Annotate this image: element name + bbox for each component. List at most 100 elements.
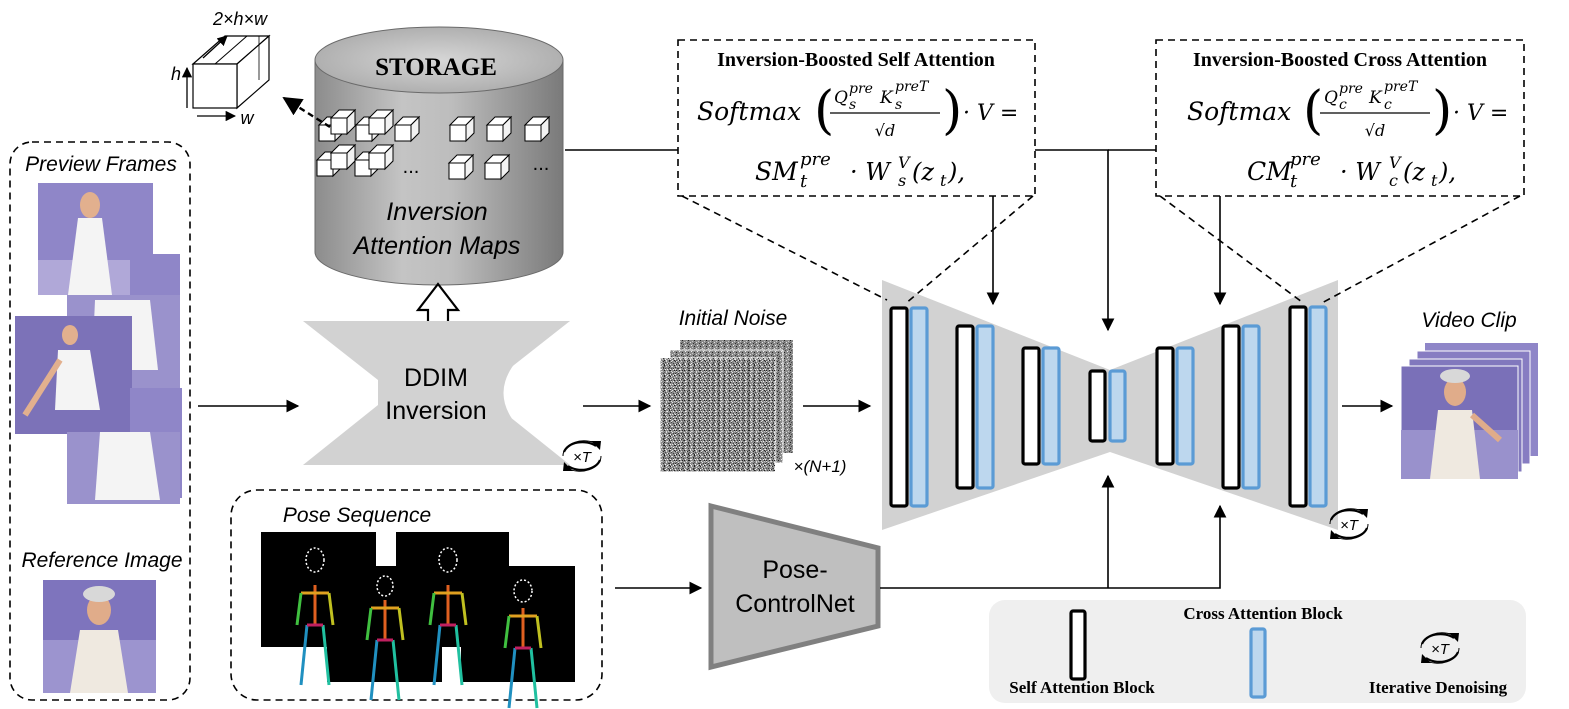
cross-attention-block	[975, 324, 995, 490]
self-attention-block	[1021, 346, 1041, 466]
self-attention-block	[1221, 324, 1241, 490]
unet-attention-blocks	[889, 305, 1328, 508]
cross-w-sup: V	[1389, 153, 1402, 172]
self-k-sup: preT	[895, 79, 930, 95]
self-attention-block	[1288, 305, 1308, 508]
ddim-label-line1: DDIM	[404, 364, 468, 392]
self-attention-block	[955, 324, 975, 490]
unet-loop-label: ×T	[1340, 517, 1360, 534]
self-q: Q	[834, 88, 848, 108]
cross-cm-sup: pre	[1290, 149, 1321, 170]
self-q-sub: s	[849, 97, 856, 113]
self-q-sup: pre	[849, 81, 873, 97]
cube-h-label: h	[171, 64, 181, 84]
self-sqrt-d: √d	[875, 121, 895, 140]
unet-shape	[882, 280, 1110, 530]
video-clip-label: Video Clip	[1421, 309, 1516, 332]
self-sm: SM	[755, 157, 799, 186]
reference-image	[43, 580, 156, 693]
self-tail: ),	[947, 158, 965, 186]
self-sm-sup: pre	[800, 149, 831, 170]
preview-frames-stack	[15, 183, 182, 504]
cross-softmax: Softmax	[1187, 97, 1291, 126]
cross-left-paren: (	[1303, 81, 1323, 141]
self-z-sub: t	[940, 171, 947, 190]
controlnet-label-line1: Pose-	[762, 556, 827, 584]
cross-w: · W	[1340, 158, 1382, 186]
video-clip-stack	[1400, 343, 1538, 480]
cross-cm-sub: t	[1290, 171, 1298, 192]
initial-noise-label: Initial Noise	[679, 307, 788, 330]
cross-attention-formula-box: Inversion-Boosted Cross Attention Softma…	[1155, 39, 1525, 305]
preview-frame	[15, 316, 132, 434]
self-right-paren: )	[942, 81, 962, 141]
cross-q-sub: c	[1339, 97, 1347, 113]
cross-k-sup: preT	[1384, 79, 1419, 95]
legend-cross-attention-label: Cross Attention Block	[1183, 604, 1343, 623]
cross-sqrt-d: √d	[1365, 121, 1385, 140]
input-frames-panel	[9, 141, 191, 701]
cross-right-paren: )	[1432, 81, 1452, 141]
self-left-paren: (	[814, 81, 834, 141]
cross-tail: ),	[1438, 158, 1456, 186]
ddim-label-line2: Inversion	[385, 397, 486, 425]
cross-q-sup: pre	[1339, 81, 1363, 97]
storage-label-line2: Attention Maps	[352, 232, 521, 260]
storage-ellipsis-2: ...	[533, 153, 550, 175]
self-attention-block	[889, 306, 909, 508]
cross-attention-block	[1308, 305, 1328, 508]
self-softmax: Softmax	[697, 97, 801, 126]
controlnet-to-unet-lines	[880, 474, 1227, 589]
cube-w-label: w	[241, 108, 255, 128]
cross-k: K	[1368, 88, 1383, 108]
pose-controlnet-block: Pose- ControlNet	[708, 502, 881, 671]
pose-sequence-label: Pose Sequence	[283, 504, 431, 527]
cross-attention-block	[1175, 346, 1195, 466]
storage-to-cube-dashed-arrow	[282, 96, 331, 129]
unet-loop-icon: ×T	[1328, 507, 1370, 541]
cross-cm: CM	[1247, 157, 1293, 186]
legend-self-attention-icon	[1069, 609, 1087, 681]
pose-frames	[261, 532, 575, 709]
noise-count-label: ×(N+1)	[794, 457, 847, 476]
self-sm-sub: t	[800, 171, 808, 192]
legend-iterative-label: Iterative Denoising	[1369, 678, 1508, 697]
self-attention-formula-box: Inversion-Boosted Self Attention Softmax…	[677, 39, 1036, 305]
self-w-sup: V	[898, 153, 911, 172]
pose-sequence-panel	[230, 489, 603, 701]
self-w: · W	[850, 158, 892, 186]
self-k-sub: s	[895, 97, 902, 113]
storage-title: STORAGE	[375, 54, 497, 81]
preview-frame	[67, 432, 180, 504]
cross-attention-block	[1241, 324, 1261, 490]
cross-w-sub: c	[1389, 171, 1398, 190]
cross-attention-block	[1041, 346, 1061, 466]
ddim-inversion-block: DDIM Inversion	[303, 321, 570, 465]
cross-z: (z	[1403, 158, 1425, 186]
self-w-sub: s	[898, 171, 906, 190]
legend-panel: Self Attention Block Cross Attention Blo…	[989, 600, 1526, 703]
legend-cross-attention-icon	[1249, 627, 1267, 699]
reference-image-label: Reference Image	[21, 549, 182, 572]
cube-dims-label: 2×h×w	[212, 9, 268, 29]
self-attention-block	[1155, 346, 1175, 466]
legend-self-attention-label: Self Attention Block	[1009, 678, 1155, 697]
storage-ellipsis-1: ...	[403, 156, 420, 178]
preview-frame	[38, 183, 153, 295]
cross-q: Q	[1324, 88, 1338, 108]
self-attention-block	[1088, 369, 1107, 443]
self-z: (z	[912, 158, 934, 186]
ddim-loop-icon: ×T	[561, 439, 603, 473]
cross-k-sub: c	[1384, 97, 1392, 113]
cross-z-sub: t	[1431, 171, 1438, 190]
cross-attention-block	[1108, 369, 1127, 443]
storage-cylinder: STORAGE ... ... Inversion Attention Maps	[314, 26, 564, 286]
noise-stack	[659, 340, 793, 473]
legend-loop-label: ×T	[1431, 641, 1451, 658]
self-times-v: · V =	[963, 101, 1018, 126]
ddim-loop-label: ×T	[573, 449, 593, 466]
cross-attention-title: Inversion-Boosted Cross Attention	[1193, 49, 1487, 71]
preview-frames-label: Preview Frames	[25, 153, 177, 176]
self-attention-title: Inversion-Boosted Self Attention	[717, 49, 995, 71]
